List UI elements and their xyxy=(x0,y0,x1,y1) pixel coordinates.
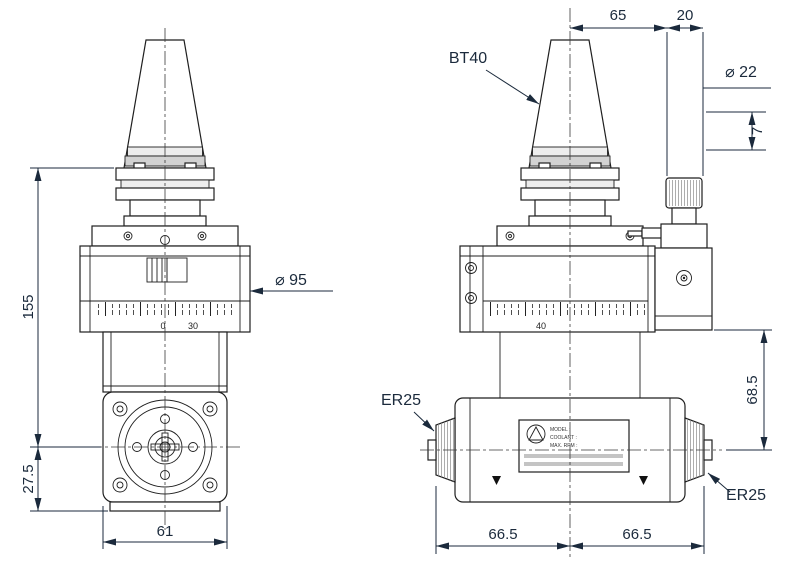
side-dimensions: 65 20 ⌀ 22 7 68.5 ER25 ER25 66.5 66.5 xyxy=(381,7,772,554)
front-scale-zero-label: 0 xyxy=(160,321,165,331)
dim-dia95-label: ⌀ 95 xyxy=(275,272,307,289)
dim-27-5-label: 27.5 xyxy=(20,464,37,493)
dim-7-label: 7 xyxy=(749,127,766,135)
dim-66-5-right-label: 66.5 xyxy=(622,526,651,543)
dim-61-label: 61 xyxy=(157,523,174,540)
dim-dia22-label: ⌀ 22 xyxy=(725,64,757,81)
nameplate-text-bar xyxy=(524,454,623,458)
dim-20-label: 20 xyxy=(677,7,694,24)
side-nameplate: MODEL : COOLANT : MAX. RPM : xyxy=(518,419,630,473)
front-scale-thirty-label: 30 xyxy=(188,321,198,331)
nameplate-row2: COOLANT : xyxy=(550,435,577,441)
nameplate-row3: MAX. RPM : xyxy=(550,443,578,449)
dim-155-label: 155 xyxy=(20,294,37,319)
side-right-block xyxy=(654,247,713,331)
side-clamp-knob xyxy=(627,177,708,249)
datum-triangle-left xyxy=(492,476,501,485)
nameplate-text-bar xyxy=(524,462,623,466)
nameplate-logo-icon xyxy=(526,424,546,444)
front-dimensions: 155 27.5 61 ⌀ 95 xyxy=(20,167,333,549)
side-scale-forty-label: 40 xyxy=(536,321,546,331)
dim-68-5-label: 68.5 xyxy=(744,375,761,404)
taper-bt40-label: BT40 xyxy=(449,50,487,67)
front-view: 0 30 xyxy=(20,28,333,549)
side-view: 40 xyxy=(381,7,772,558)
dim-65-label: 65 xyxy=(610,7,627,24)
side-body-ring: 40 xyxy=(459,245,656,333)
collet-left-label: ER25 xyxy=(381,392,421,409)
datum-triangle-right xyxy=(639,476,648,485)
dim-66-5-left-label: 66.5 xyxy=(488,526,517,543)
side-collet-right xyxy=(684,417,713,483)
collet-right-label: ER25 xyxy=(726,487,766,504)
nameplate-row1: MODEL : xyxy=(550,427,570,433)
